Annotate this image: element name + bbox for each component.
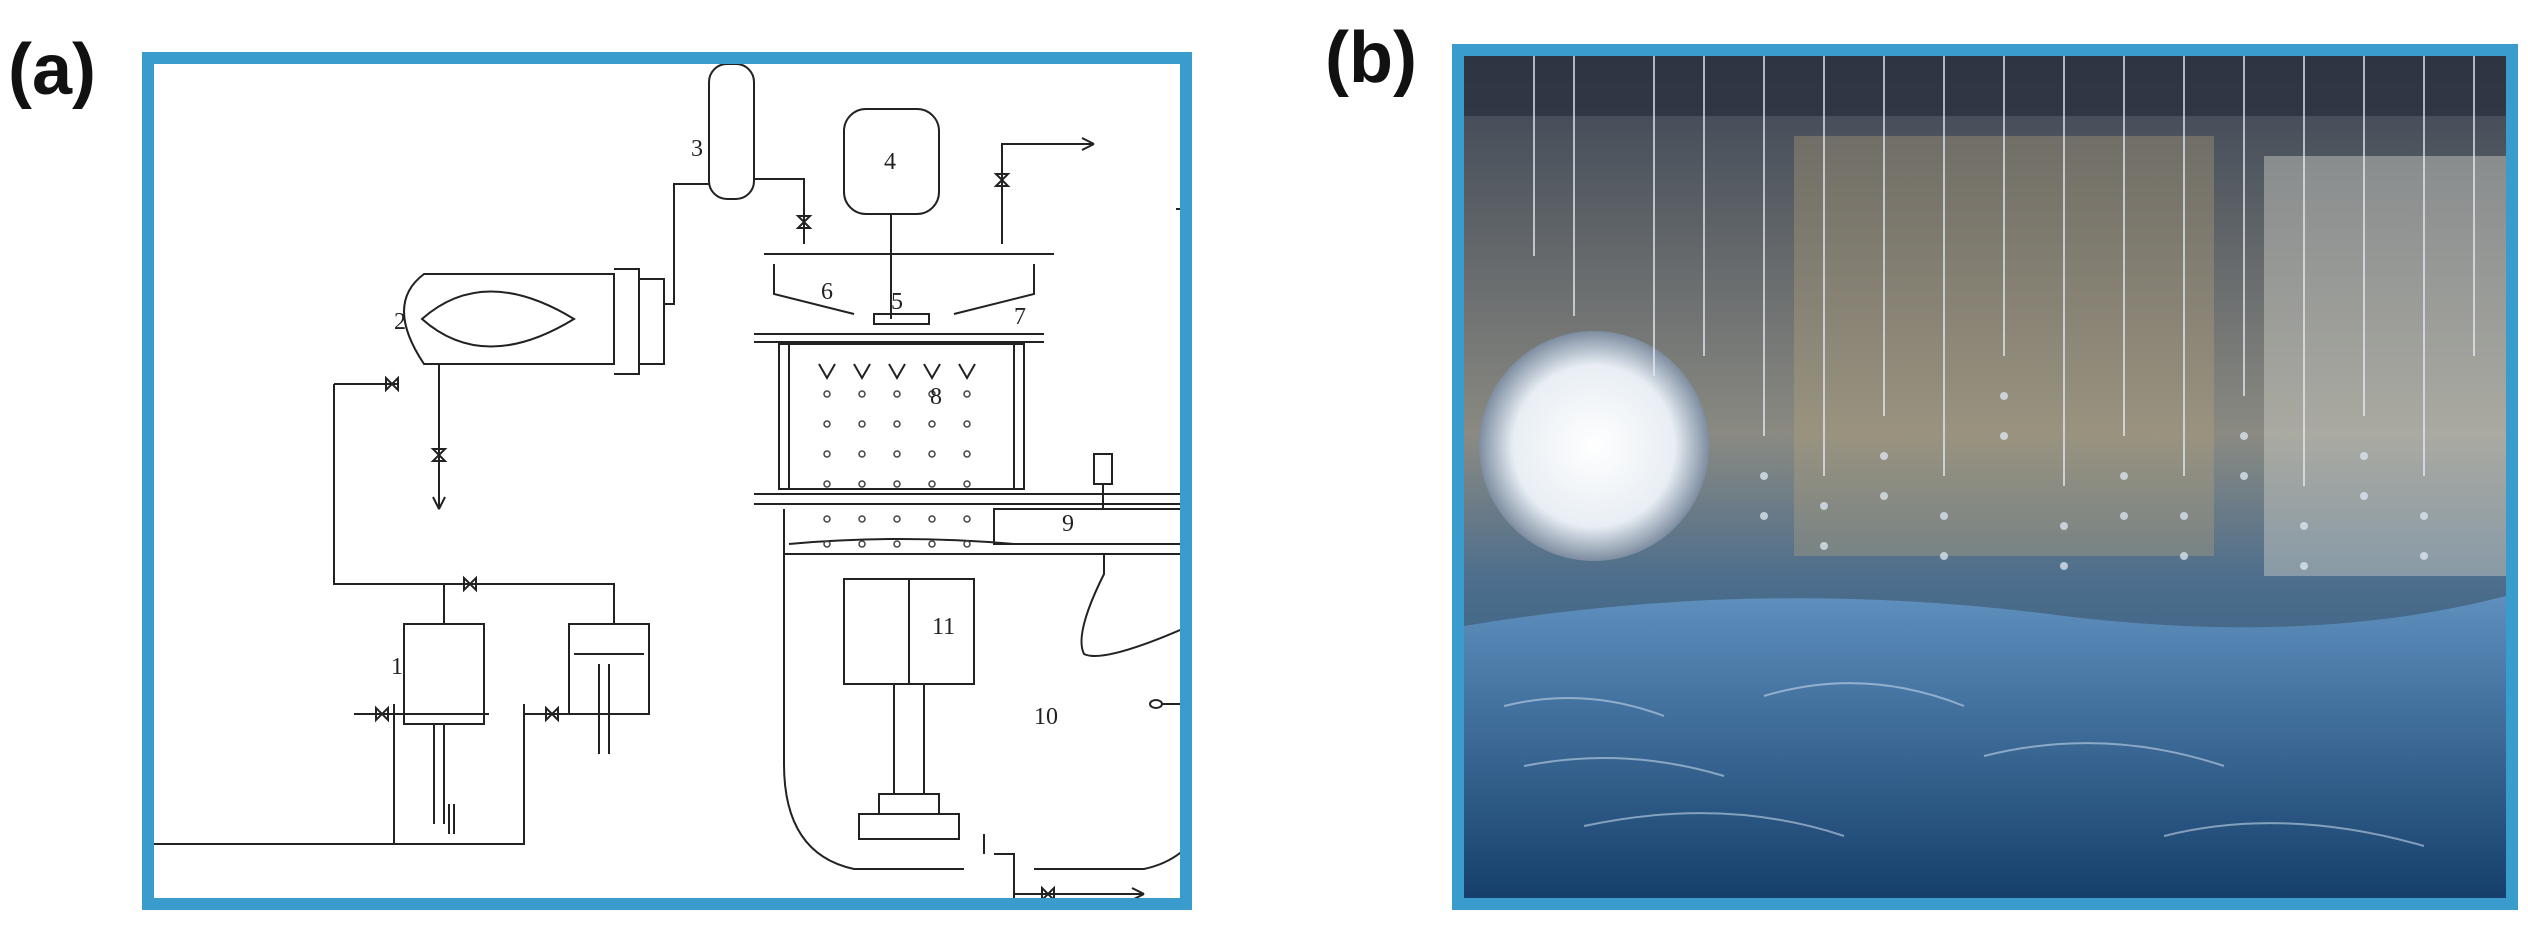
component-number-5: 5 — [891, 289, 903, 315]
schematic-diagram: 1 2 3 4 5 6 7 8 9 10 11 12 — [154, 64, 1180, 898]
component-number-7: 7 — [1014, 304, 1026, 330]
component-number-1: 1 — [391, 654, 403, 680]
component-number-3: 3 — [691, 136, 703, 162]
component-number-4: 4 — [884, 149, 896, 175]
component-number-11: 11 — [932, 614, 955, 640]
lamp-glow — [1479, 331, 1709, 561]
water-surface — [1464, 596, 2506, 898]
panel-a-label: (a) — [8, 30, 96, 110]
schematic-panel: 1 2 3 4 5 6 7 8 9 10 11 12 — [142, 52, 1192, 910]
component-number-8: 8 — [930, 384, 942, 410]
component-number-6: 6 — [821, 279, 833, 305]
component-number-2: 2 — [394, 309, 406, 335]
photo-panel — [1452, 44, 2518, 910]
component-number-9: 9 — [1062, 511, 1074, 537]
droplet-photo — [1464, 56, 2506, 898]
component-number-10: 10 — [1034, 704, 1058, 730]
panel-b-label: (b) — [1325, 18, 1417, 98]
